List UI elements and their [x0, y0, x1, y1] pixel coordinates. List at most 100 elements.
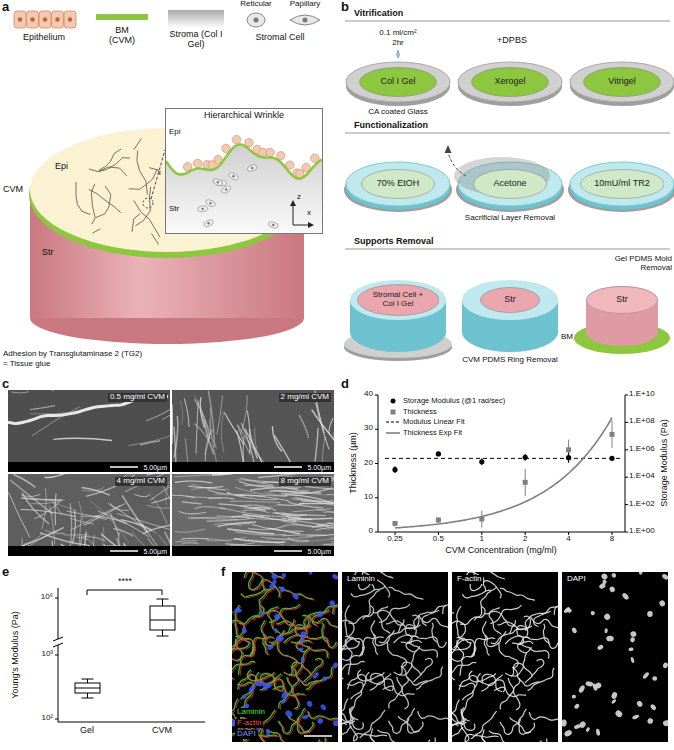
actin-stain — [310, 616, 338, 628]
tick-mark — [625, 449, 628, 450]
sem-fiber — [237, 430, 244, 464]
section-heading: Vitrification — [354, 9, 403, 19]
node-shape — [580, 170, 664, 199]
stroma-icon — [168, 10, 224, 28]
legend-entry: Modulus Linear Fit — [386, 418, 465, 426]
nucleus-stain — [594, 682, 602, 690]
layer-label: Epi — [55, 162, 68, 172]
nucleus-stain — [611, 698, 617, 704]
nucleus-stain — [563, 729, 572, 738]
node-text: DAPI — [235, 730, 258, 739]
sem-fiber — [84, 503, 125, 525]
layer-label: Epi — [169, 128, 181, 137]
sem-fiber — [270, 491, 307, 494]
key-label: Stroma (Col I Gel) — [165, 30, 227, 50]
tick-label: 2 — [523, 535, 527, 544]
treated-membrane: 70% EtOH — [361, 169, 435, 199]
sem-fiber — [175, 481, 212, 483]
node-text: 4 mg/ml CVM — [115, 477, 167, 486]
actin-stain — [265, 611, 296, 626]
nucleus-stain — [302, 714, 310, 720]
nucleus-stain — [604, 628, 608, 633]
sem-image: 8 mg/ml CVM5.00µm — [172, 474, 334, 556]
gel-layer: Xerogel — [471, 67, 549, 97]
gel-layer: Vitrigel — [583, 67, 661, 97]
sem-fiber — [235, 495, 278, 499]
thickness-point — [393, 521, 398, 526]
tick-label: 40 — [364, 390, 373, 399]
legend-marker — [391, 409, 396, 414]
laminin-stain — [379, 619, 404, 642]
axis-label: z — [297, 193, 301, 202]
epithelial-cell-icon — [39, 11, 51, 28]
actin-stain — [530, 616, 558, 628]
node-text: Str — [616, 295, 628, 305]
sem-fiber — [285, 495, 334, 504]
arrow-head — [290, 200, 296, 206]
actin-stain — [505, 653, 527, 676]
nucleus-stain — [630, 631, 637, 638]
actin-stain — [481, 680, 505, 692]
wrinkle-crack — [129, 169, 158, 189]
legend-text: Storage Modulus (@1 rad/sec) — [403, 397, 505, 405]
laminin-stain — [345, 605, 352, 639]
part-label: BM — [561, 333, 573, 342]
node-text: Hierarchical Wrinkle — [166, 111, 322, 121]
actin-stain — [469, 671, 496, 682]
laminin-stain — [373, 610, 404, 625]
legend-marker — [386, 422, 400, 423]
arrow-head — [308, 222, 314, 228]
actin-stain — [452, 643, 471, 650]
sem-fiber — [184, 398, 189, 427]
node-text: 5.00µm — [144, 548, 168, 556]
tick-mark — [55, 655, 58, 656]
sem-fiber — [201, 408, 213, 453]
laminin-stain — [342, 723, 347, 742]
sem-fiber — [152, 498, 167, 525]
sem-fiber — [268, 528, 300, 534]
wrinkle-marker — [143, 198, 153, 208]
box-plot — [75, 683, 100, 693]
node-text: Laminin — [235, 708, 267, 717]
sem-fiber — [329, 418, 333, 434]
sem-fiber — [306, 537, 334, 541]
sem-fiber — [79, 500, 83, 520]
sem-fiber — [8, 492, 29, 537]
legend-entry: Thickness Exp Fit — [386, 429, 462, 437]
tick-label: 0 — [369, 527, 373, 536]
axis-title: Thickness (µm) — [349, 432, 359, 494]
nucleus-stain — [317, 718, 324, 725]
actin-stain — [489, 572, 504, 579]
nucleus-stain — [328, 599, 336, 607]
tick-mark — [625, 422, 628, 423]
nucleus-stain — [281, 572, 287, 578]
nucleus-dot — [55, 17, 59, 21]
sem-fiber — [30, 406, 55, 410]
note-text: Adhesion by Transglutaminase 2 (TG2) — [3, 350, 142, 359]
median-line — [75, 688, 100, 689]
nucleus-stain — [317, 611, 323, 617]
laminin-stain — [232, 596, 233, 613]
nucleus-dot — [303, 18, 308, 23]
nucleus-stain — [267, 644, 274, 651]
nucleus-stain — [652, 676, 657, 681]
actin-stain — [326, 739, 338, 742]
nucleus-stain — [636, 700, 644, 708]
axis-arrow — [293, 225, 309, 226]
tick-mark — [375, 429, 378, 430]
actin-stain — [261, 736, 294, 742]
nucleus-stain — [614, 709, 623, 718]
nucleus-stain — [320, 703, 327, 711]
inset-box: Hierarchical Wrinkle — [165, 108, 323, 234]
sem-fiber — [188, 486, 223, 488]
drop-icon — [397, 50, 400, 58]
tissue-top: Str — [480, 287, 540, 313]
modulus-point — [392, 467, 397, 472]
actin-stain — [300, 637, 329, 644]
laminin-stain — [389, 587, 424, 599]
sem-fiber — [196, 400, 198, 453]
nucleus-stain — [585, 727, 591, 733]
actin-stain — [489, 731, 521, 742]
sem-fiber — [247, 411, 250, 455]
tick-label: 0.5 — [433, 535, 444, 544]
